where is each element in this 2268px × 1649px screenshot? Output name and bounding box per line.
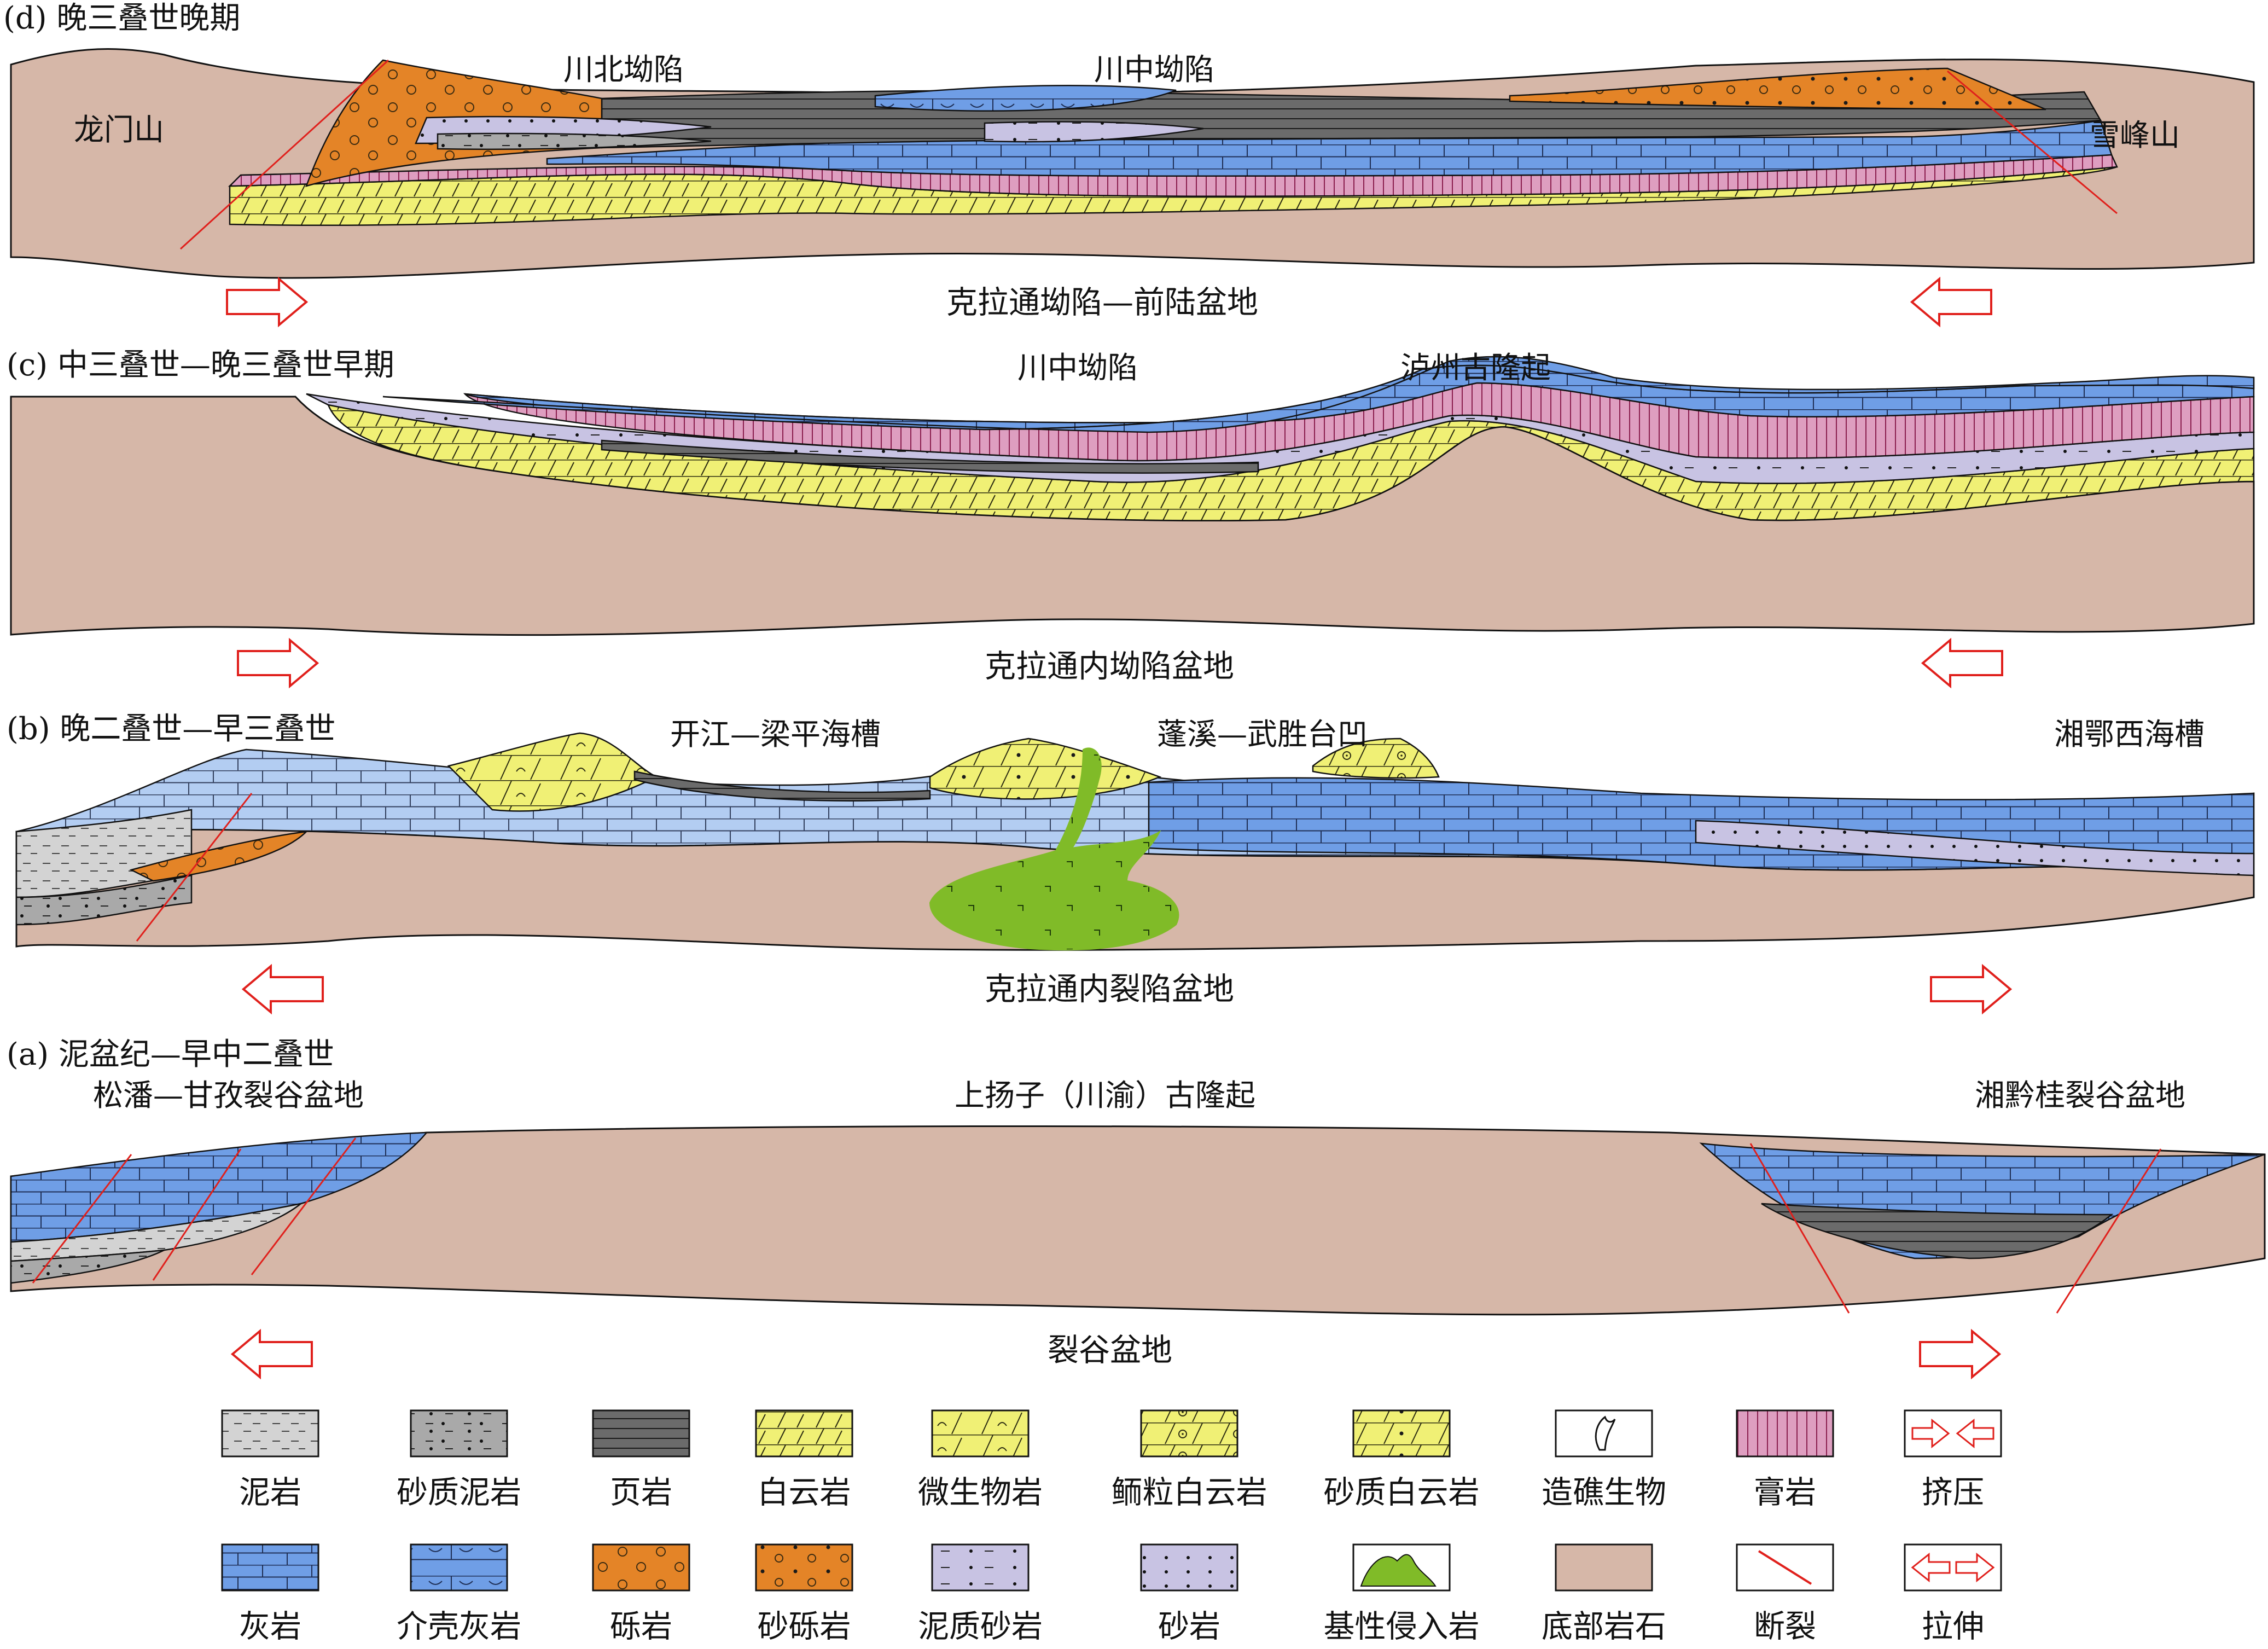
legend-swatch-basic-intrusion-icon <box>1352 1543 1451 1592</box>
panel-b <box>15 732 2255 1015</box>
legend-swatch-argillaceous-sandstone-pattern <box>931 1543 1030 1592</box>
panel-c <box>10 356 2255 689</box>
legend-swatch-gypsum-pattern <box>1736 1409 1834 1458</box>
label-longmen-shan: 龙门山 <box>74 112 165 147</box>
legend-swatch-fault-line-icon <box>1736 1543 1834 1592</box>
sandy-mudstone-lens <box>437 132 712 150</box>
legend-label-mudstone: 泥岩 <box>239 1474 301 1511</box>
legend-swatch-reef-organism-icon <box>1555 1409 1653 1458</box>
legend-label-microbialite: 微生物岩 <box>918 1474 1043 1511</box>
legend-label-sandy-dolomite: 砂质白云岩 <box>1323 1474 1480 1511</box>
panel-a-title: (a) 泥盆纪—早中二叠世 <box>7 1037 334 1072</box>
legend-swatch-sandy-mudstone-pattern <box>410 1409 508 1458</box>
legend-swatch-compression-arrows-icon <box>1904 1409 2002 1458</box>
panel-b-title: (b) 晚二叠世—早三叠世 <box>7 711 336 747</box>
legend-label-shell-limestone: 介壳灰岩 <box>397 1609 521 1645</box>
glutenite-wedge <box>1509 67 2046 111</box>
label-chuanzhong-depression: 川中坳陷 <box>1094 52 1215 87</box>
label-xiangqian-rift: 湘黔桂裂谷盆地 <box>1975 1078 2186 1113</box>
panel-a-caption: 裂谷盆地 <box>1048 1332 1172 1368</box>
basic-intrusion <box>929 747 1179 951</box>
oolitic-dolomite-mound <box>1312 738 1440 779</box>
legend-swatch-glutenite-pattern <box>755 1543 853 1592</box>
legend-swatch-microbialite-pattern <box>931 1409 1030 1458</box>
basement-rock <box>10 1125 2266 1316</box>
legend-swatch-limestone-pattern <box>221 1543 319 1592</box>
extension-arrow-right <box>1930 963 2013 1015</box>
extension-arrow-left <box>241 963 324 1015</box>
legend-swatch-dolomite-pattern <box>755 1409 853 1458</box>
legend-label-shale: 页岩 <box>610 1474 672 1511</box>
label-xuefeng-shan: 雪峰山 <box>2090 118 2180 153</box>
label-xiange-trough: 湘鄂西海槽 <box>2054 717 2205 752</box>
fault-line <box>136 793 253 942</box>
legend-label-oolitic-dolomite: 鲕粒白云岩 <box>1111 1474 1267 1511</box>
label-luzhou-uplift: 泸州古隆起 <box>1400 350 1551 385</box>
legend-label-argillaceous-sandstone: 泥质砂岩 <box>918 1609 1043 1645</box>
fault-line <box>2056 1148 2162 1314</box>
label-pengxi-sag: 蓬溪—武胜台凹 <box>1157 717 1368 752</box>
compression-arrow-right <box>1921 637 2003 689</box>
label-chuanzhong-depression: 川中坳陷 <box>1017 350 1138 385</box>
panel-b-caption: 克拉通内裂陷盆地 <box>985 971 1234 1007</box>
shell-limestone-lens <box>874 85 1177 112</box>
shale-band <box>601 439 1259 474</box>
legend-swatch-extension-arrows-icon <box>1904 1543 2002 1592</box>
limestone-upper <box>382 356 2255 433</box>
legend <box>221 1409 2002 1592</box>
label-songpan-rift: 松潘—甘孜裂谷盆地 <box>93 1078 364 1113</box>
fault-line <box>1947 70 2118 214</box>
extension-arrow-left <box>237 637 319 689</box>
fault-line <box>152 1148 242 1281</box>
legend-label-conglomerate: 砾岩 <box>610 1609 672 1645</box>
fault-line <box>251 1137 357 1275</box>
legend-label-sandy-mudstone: 砂质泥岩 <box>397 1474 521 1511</box>
shale-lens <box>633 770 931 802</box>
extension-arrow-right <box>1919 1328 2002 1380</box>
compression-arrow-left <box>226 276 309 328</box>
legend-label-basic-intrusion: 基性侵入岩 <box>1323 1609 1480 1645</box>
legend-label-glutenite: 砂砾岩 <box>757 1609 851 1645</box>
legend-label-reef-organism: 造礁生物 <box>1542 1474 1666 1511</box>
panel-d-title: (d) 晚三叠世晚期 <box>3 1 241 36</box>
legend-label-dolomite: 白云岩 <box>757 1474 851 1511</box>
legend-swatch-conglomerate-pattern <box>592 1543 690 1592</box>
legend-swatch-shale-pattern <box>592 1409 690 1458</box>
legend-label-sandstone: 砂岩 <box>1158 1609 1220 1645</box>
legend-swatch-basement-rock-pattern <box>1555 1543 1653 1592</box>
extension-arrow-left <box>230 1328 313 1380</box>
shale-basin <box>1761 1203 2114 1259</box>
sandstone-lens <box>1695 820 2255 876</box>
legend-swatch-shell-limestone-pattern <box>410 1543 508 1592</box>
legend-swatch-sandy-dolomite-pattern <box>1352 1409 1451 1458</box>
legend-label-fault: 断裂 <box>1754 1609 1816 1645</box>
compression-arrow-right <box>1910 276 1992 328</box>
conglomerate-lens <box>129 831 309 882</box>
label-yangtze-uplift: 上扬子（川渝）古隆起 <box>955 1078 1256 1113</box>
legend-swatch-mudstone-pattern <box>221 1409 319 1458</box>
legend-label-limestone: 灰岩 <box>239 1609 301 1645</box>
legend-label-extension: 拉伸 <box>1922 1609 1984 1645</box>
legend-swatch-sandstone-pattern <box>1140 1543 1238 1592</box>
label-kaijiang-trough: 开江—梁平海槽 <box>670 717 881 752</box>
microbialite-mound <box>447 732 658 812</box>
panel-d-caption: 克拉通坳陷—前陆盆地 <box>946 284 1258 321</box>
legend-label-gypsum: 膏岩 <box>1754 1474 1816 1511</box>
legend-label-basement-rock: 底部岩石 <box>1542 1609 1666 1645</box>
label-chuanbei-depression: 川北坳陷 <box>563 52 684 87</box>
fault-line <box>32 1154 132 1284</box>
panel-a <box>10 1125 2266 1380</box>
panel-c-title: (c) 中三叠世—晚三叠世早期 <box>7 347 394 383</box>
legend-swatch-oolitic-dolomite-pattern <box>1140 1409 1238 1458</box>
panel-d <box>10 48 2255 328</box>
sandy-dolomite-mound <box>929 738 1162 800</box>
fault-line <box>179 59 389 250</box>
legend-label-compression: 挤压 <box>1922 1474 1984 1511</box>
fault-line <box>1749 1143 1850 1314</box>
sandy-mudstone-slope <box>15 874 193 926</box>
sandy-mudstone-layer <box>10 1249 165 1284</box>
panel-c-caption: 克拉通内坳陷盆地 <box>985 648 1234 684</box>
argillaceous-sandstone-lens <box>984 121 1204 143</box>
